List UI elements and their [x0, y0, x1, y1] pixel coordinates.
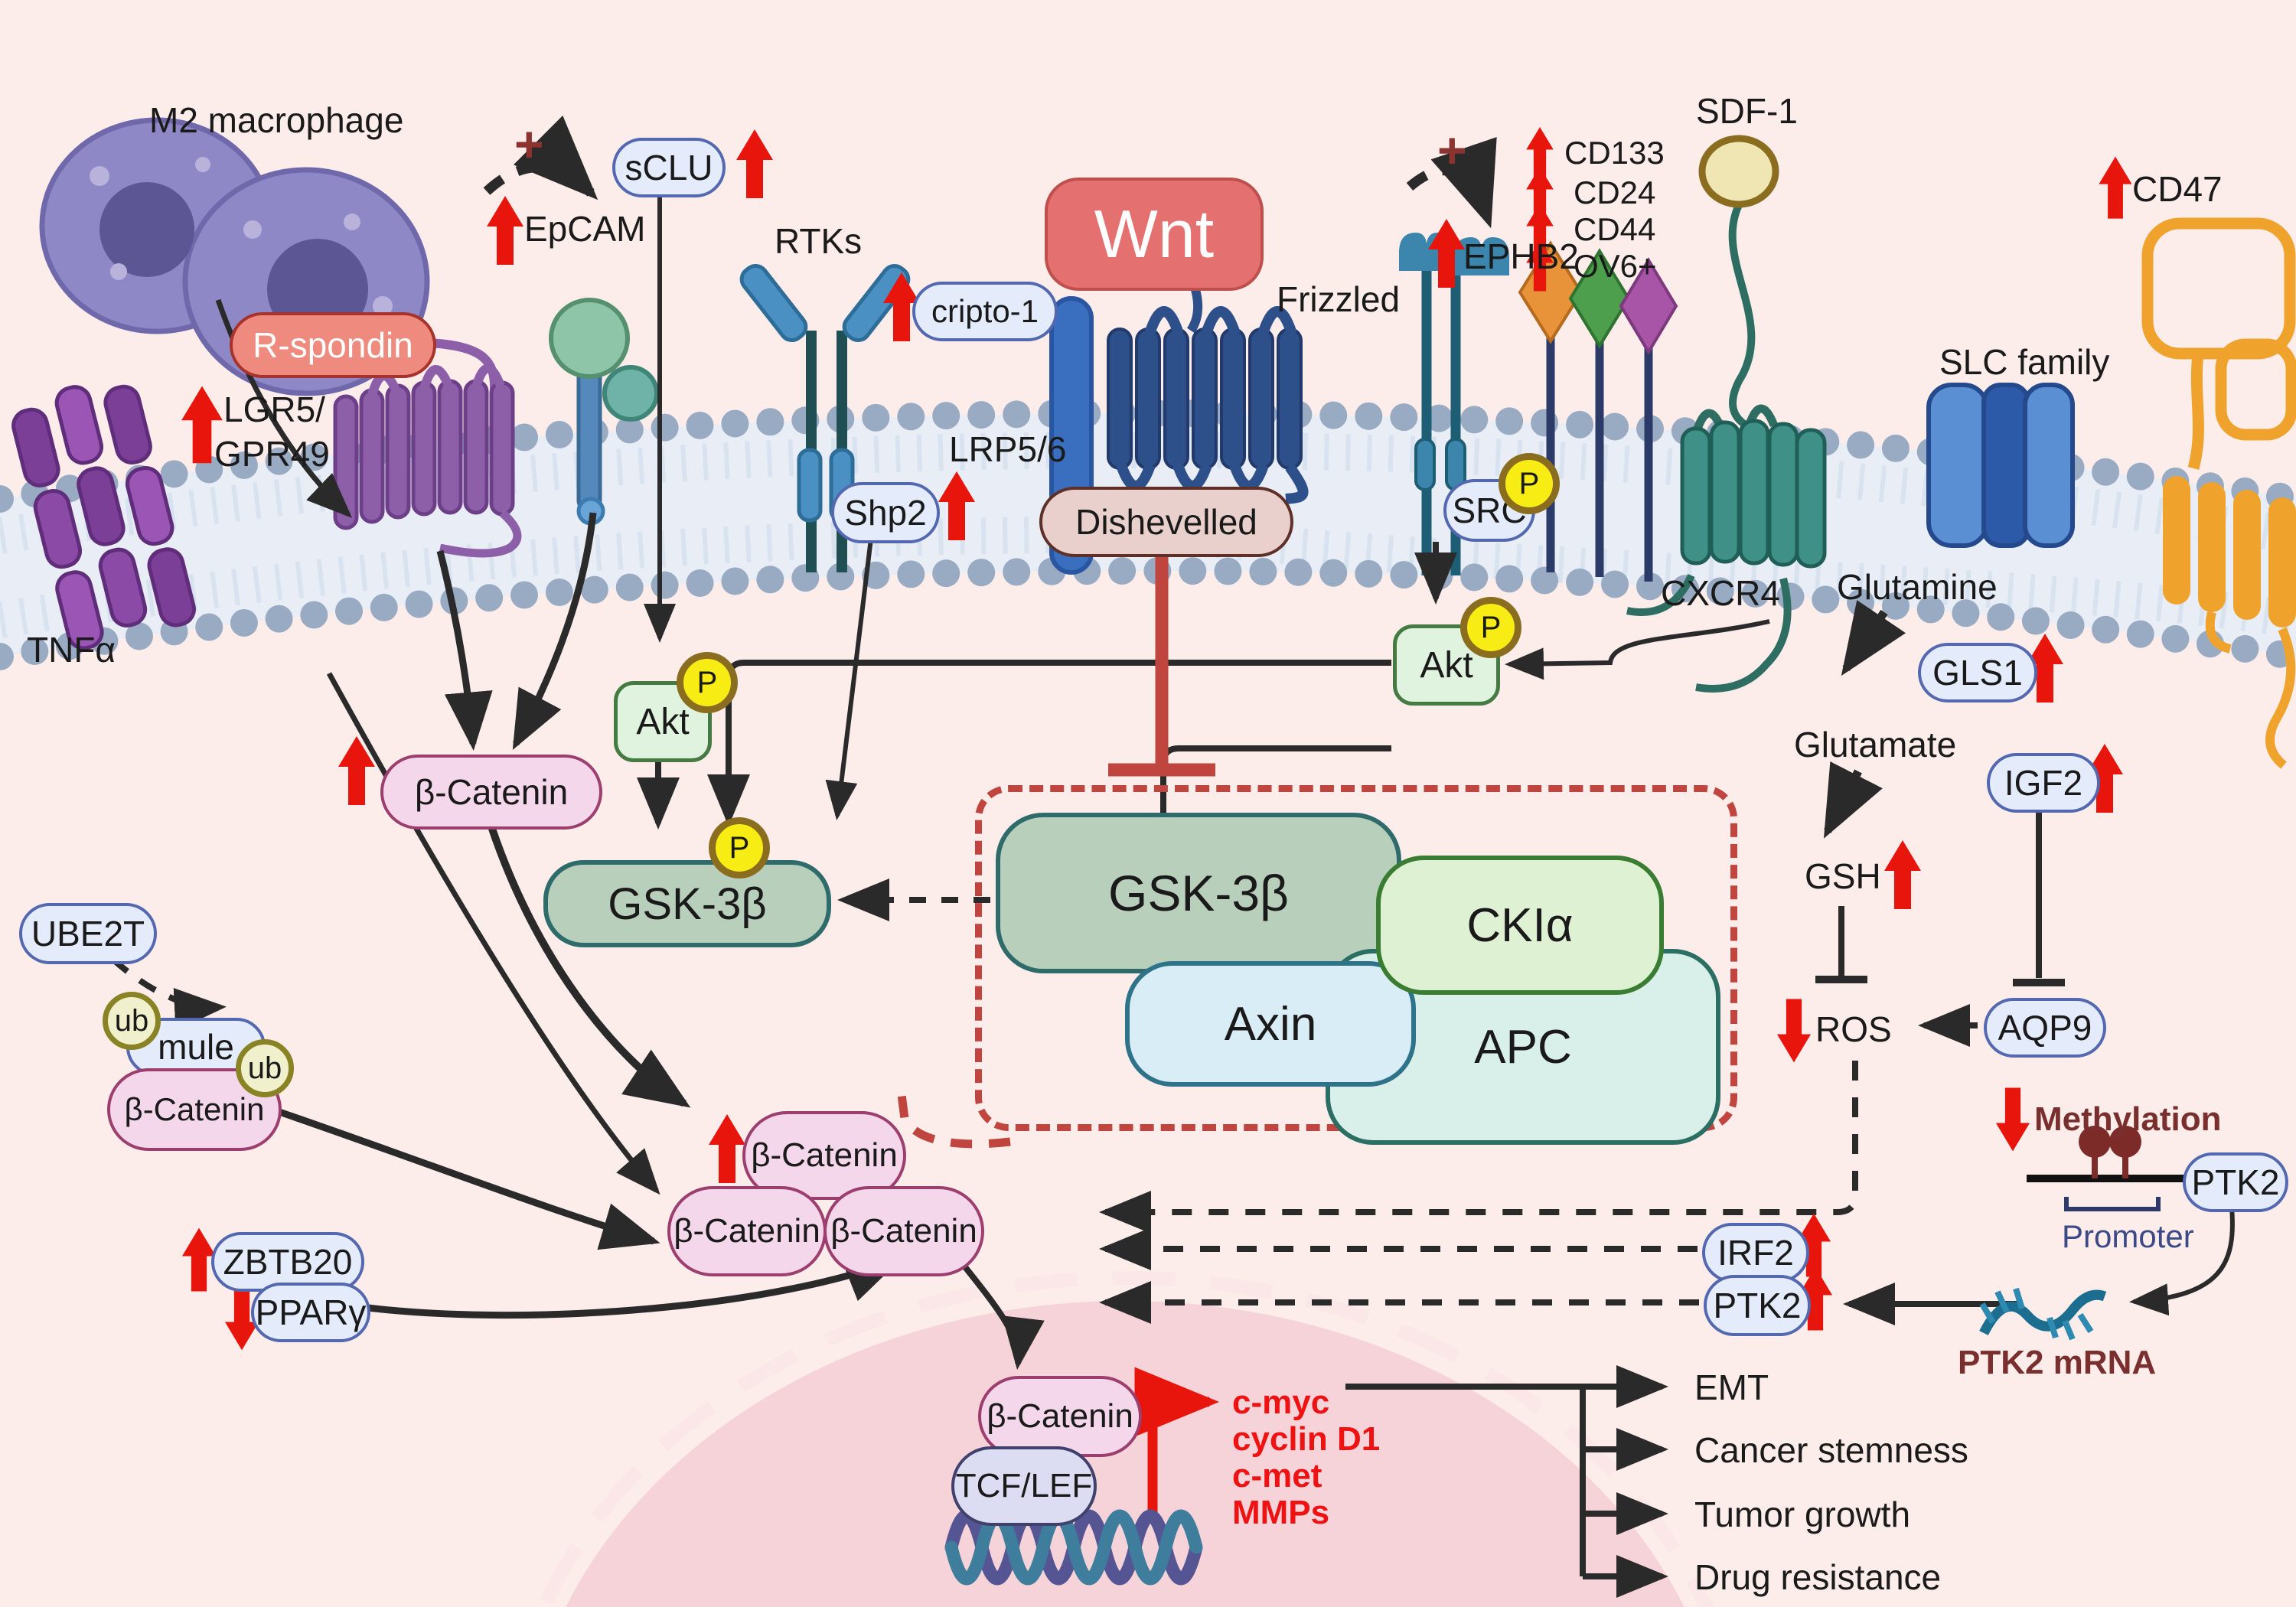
akt-left-box: Akt: [614, 681, 712, 762]
lrp56-label: LRP5/6: [949, 429, 1067, 469]
degradation-dashed: [897, 1094, 1011, 1149]
outcome-tumor-growth: Tumor growth: [1694, 1495, 1911, 1534]
cd-marker-receptors: [1518, 240, 1678, 582]
frizzled-label: Frizzled: [1277, 279, 1401, 319]
ub-badge-1: ub: [103, 992, 161, 1050]
tnfa-label: TNFα: [27, 630, 116, 670]
epcam-receptor: [549, 298, 659, 526]
ptk2-pill: PTK2: [1704, 1275, 1811, 1336]
p-badge-akt-left: P: [677, 652, 738, 713]
zbtb20-pill: ZBTB20: [211, 1232, 364, 1292]
cd47-receptor: [2141, 217, 2296, 769]
gsh-label: GSH: [1805, 856, 1881, 896]
slc-family-label: SLC family: [1939, 342, 2110, 382]
tcf-lef-pill: TCF/LEF: [951, 1446, 1097, 1526]
gene-cmet: c-met: [1232, 1457, 1322, 1495]
ephb2-label: EPHB2: [1463, 236, 1579, 276]
lgr5-receptor: [333, 338, 522, 558]
p-badge-src: P: [1499, 453, 1560, 514]
p-badge-gsk3b: P: [709, 817, 770, 878]
tnfa-receptor: [11, 384, 196, 650]
methylation-label: Methylation: [2034, 1100, 2222, 1138]
ephb2-plus: +: [1437, 122, 1467, 178]
gene-cyclind1: cyclin D1: [1232, 1420, 1381, 1458]
pparg-pill: PPARγ: [251, 1283, 370, 1342]
ros-label: ROS: [1815, 1009, 1892, 1049]
cxcr4-label: CXCR4: [1661, 573, 1780, 613]
beta-catenin-nuclear-pill: β-Catenin: [978, 1376, 1142, 1457]
cxcr4-receptor: [1626, 404, 1827, 693]
ptk2-gene: [2027, 1126, 2190, 1211]
wnt-box: Wnt: [1045, 178, 1264, 291]
cd44-label: CD44: [1574, 211, 1656, 247]
slc-transporter: [1926, 383, 2075, 548]
m2-macrophage-label: M2 macrophage: [149, 100, 404, 140]
ube2t-pill: UBE2T: [19, 903, 157, 964]
dishevelled-inhibition: [1108, 551, 1215, 777]
glutamine-label: Glutamine: [1837, 567, 1998, 607]
r-spondin-box: R-spondin: [230, 312, 436, 378]
beta-catenin-trio-right: β-Catenin: [823, 1186, 984, 1276]
outcome-emt: EMT: [1694, 1367, 1769, 1407]
gsk3b-complex-box: GSK-3β: [996, 813, 1401, 973]
cd47-label: CD47: [2132, 169, 2223, 209]
outcome-drug-resistance: Drug resistance: [1694, 1557, 1942, 1597]
ptk2-mrna-label: PTK2 mRNA: [1958, 1344, 2157, 1381]
ov6-label: OV6+: [1574, 248, 1657, 284]
p-badge-akt-right: P: [1460, 597, 1521, 658]
cd24-label: CD24: [1574, 174, 1656, 210]
transcription-arrow: [1134, 1367, 1219, 1521]
beta-catenin-ub-pill: β-Catenin: [107, 1068, 282, 1151]
ptk2-gene-pill: PTK2: [2183, 1152, 2288, 1212]
axin-box: Axin: [1125, 961, 1416, 1087]
sdf1-ligand: [1698, 135, 1779, 429]
glutamate-label: Glutamate: [1794, 725, 1957, 764]
gene-mmps: MMPs: [1232, 1494, 1330, 1531]
igf2-pill: IGF2: [1987, 753, 2100, 813]
frizzled-receptor: [1107, 283, 1309, 504]
promoter-label: Promoter: [2062, 1218, 2194, 1254]
shp2-pill: Shp2: [831, 482, 940, 543]
ckia-box: CKIα: [1376, 856, 1664, 995]
lgr5-label-line2: GPR49: [214, 434, 330, 474]
rtks-label: RTKs: [775, 221, 863, 261]
dishevelled-box: Dishevelled: [1039, 487, 1293, 557]
nucleus: [536, 1271, 1714, 1607]
aqp9-pill: AQP9: [1984, 998, 2106, 1058]
outcome-cancer-stemness: Cancer stemness: [1694, 1430, 1968, 1470]
beta-catenin-trio-top: β-Catenin: [742, 1111, 906, 1200]
beta-catenin-trio-left: β-Catenin: [667, 1186, 827, 1276]
epcam-label: EpCAM: [524, 209, 646, 249]
sclu-pill: sCLU: [612, 138, 726, 197]
gls1-pill: GLS1: [1918, 643, 2037, 702]
lgr5-label-line1: LGR5/: [223, 390, 325, 429]
epcam-plus: +: [514, 116, 544, 172]
cd133-label: CD133: [1564, 135, 1665, 171]
ptk2-mrna-icon: [1979, 1287, 2107, 1341]
cripto1-pill: cripto-1: [912, 282, 1058, 341]
irf2-pill: IRF2: [1702, 1223, 1809, 1283]
gsk3b-phospho-box: GSK-3β: [543, 860, 831, 947]
sdf1-label: SDF-1: [1696, 91, 1798, 131]
beta-catenin-upper-pill: β-Catenin: [380, 755, 602, 830]
gene-cmyc: c-myc: [1232, 1384, 1330, 1421]
ub-badge-2: ub: [236, 1039, 294, 1097]
